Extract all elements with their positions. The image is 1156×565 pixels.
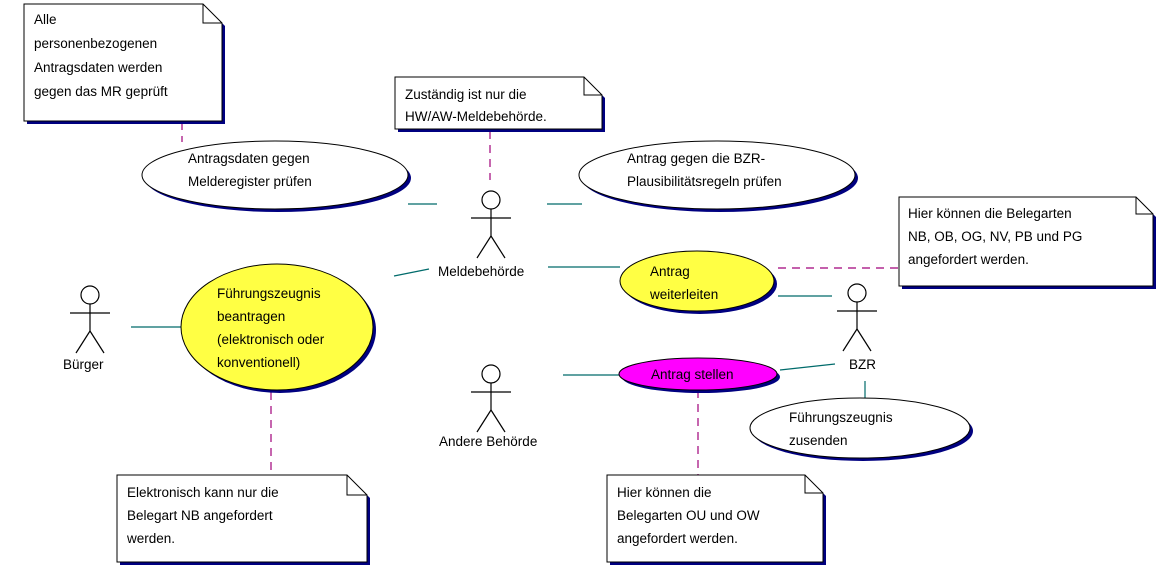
note-line: personenbezogenen — [34, 36, 157, 51]
actor-label: Meldebehörde — [438, 264, 524, 279]
note-elektronisch: Elektronisch kann nur die Belegart NB an… — [116, 474, 370, 565]
note-line: Zuständig ist nur die — [405, 87, 527, 102]
use-case-label: Antrag gegen die BZR- — [627, 151, 765, 166]
use-case-label: Antrag — [650, 264, 690, 279]
use-case-plausibilitaet[interactable]: Antrag gegen die BZR- Plausibilitätsrege… — [578, 140, 858, 212]
note-line: angefordert werden. — [908, 252, 1029, 267]
use-case-label: Plausibilitätsregeln prüfen — [627, 174, 782, 189]
actor-icon — [471, 364, 511, 433]
use-case-melderegister[interactable]: Antragsdaten gegen Melderegister prüfen — [141, 140, 411, 212]
actor-bzr[interactable]: BZR — [837, 283, 877, 372]
use-case-label: (elektronisch oder — [217, 332, 325, 347]
actor-andere-behoerde[interactable]: Andere Behörde — [439, 364, 537, 449]
use-case-label: Führungszeugnis — [217, 286, 321, 301]
actor-icon — [471, 190, 511, 259]
actor-icon — [837, 283, 877, 352]
note-line: angefordert werden. — [617, 531, 738, 546]
note-line: Hier können die Belegarten — [908, 206, 1072, 221]
use-case-label: beantragen — [217, 309, 285, 324]
note-anchors — [181, 122, 900, 475]
use-case-label: Antragsdaten gegen — [188, 151, 310, 166]
use-case-stellen[interactable]: Antrag stellen — [618, 357, 780, 393]
use-case-label: Antrag stellen — [651, 367, 734, 382]
note-line: werden. — [126, 531, 175, 546]
note-line: Alle — [34, 12, 57, 27]
note-line: Antragsdaten werden — [34, 60, 162, 75]
association-stellen-bzr — [779, 363, 836, 371]
use-case-zusenden[interactable]: Führungszeugnis zusenden — [749, 397, 973, 461]
use-case-label: weiterleiten — [649, 287, 718, 302]
note-antragsdaten: Alle personenbezogenen Antragsdaten werd… — [23, 3, 225, 124]
actor-meldebehoerde[interactable]: Meldebehörde — [438, 190, 524, 279]
note-line: Belegarten OU und OW — [617, 508, 760, 523]
actor-label: Bürger — [63, 357, 104, 372]
note-line: Elektronisch kann nur die — [127, 485, 279, 500]
use-case-weiterleiten[interactable]: Antrag weiterleiten — [619, 250, 777, 314]
association-meldebehoerde-beantragen — [393, 268, 430, 277]
actor-label: Andere Behörde — [439, 434, 537, 449]
note-zustaendig: Zuständig ist nur die HW/AW-Meldebehörde… — [394, 76, 605, 132]
use-case-label: konventionell) — [217, 355, 300, 370]
use-case-label: Führungszeugnis — [789, 410, 893, 425]
note-belegarten-bzr: Hier können die Belegarten NB, OB, OG, N… — [898, 196, 1156, 289]
note-belegarten-andere: Hier können die Belegarten OU und OW ang… — [606, 474, 826, 565]
actor-buerger[interactable]: Bürger — [63, 285, 110, 372]
associations — [131, 203, 866, 398]
note-line: Belegart NB angefordert — [127, 508, 273, 523]
note-line: HW/AW-Meldebehörde. — [405, 109, 547, 124]
use-case-beantragen[interactable]: Führungszeugnis beantragen (elektronisch… — [180, 263, 376, 393]
note-line: gegen das MR geprüft — [34, 84, 168, 99]
actor-icon — [70, 285, 110, 354]
use-case-label: Melderegister prüfen — [188, 174, 312, 189]
use-case-label: zusenden — [789, 433, 848, 448]
actor-label: BZR — [849, 357, 876, 372]
note-line: NB, OB, OG, NV, PB und PG — [908, 229, 1082, 244]
note-line: Hier können die — [617, 485, 712, 500]
